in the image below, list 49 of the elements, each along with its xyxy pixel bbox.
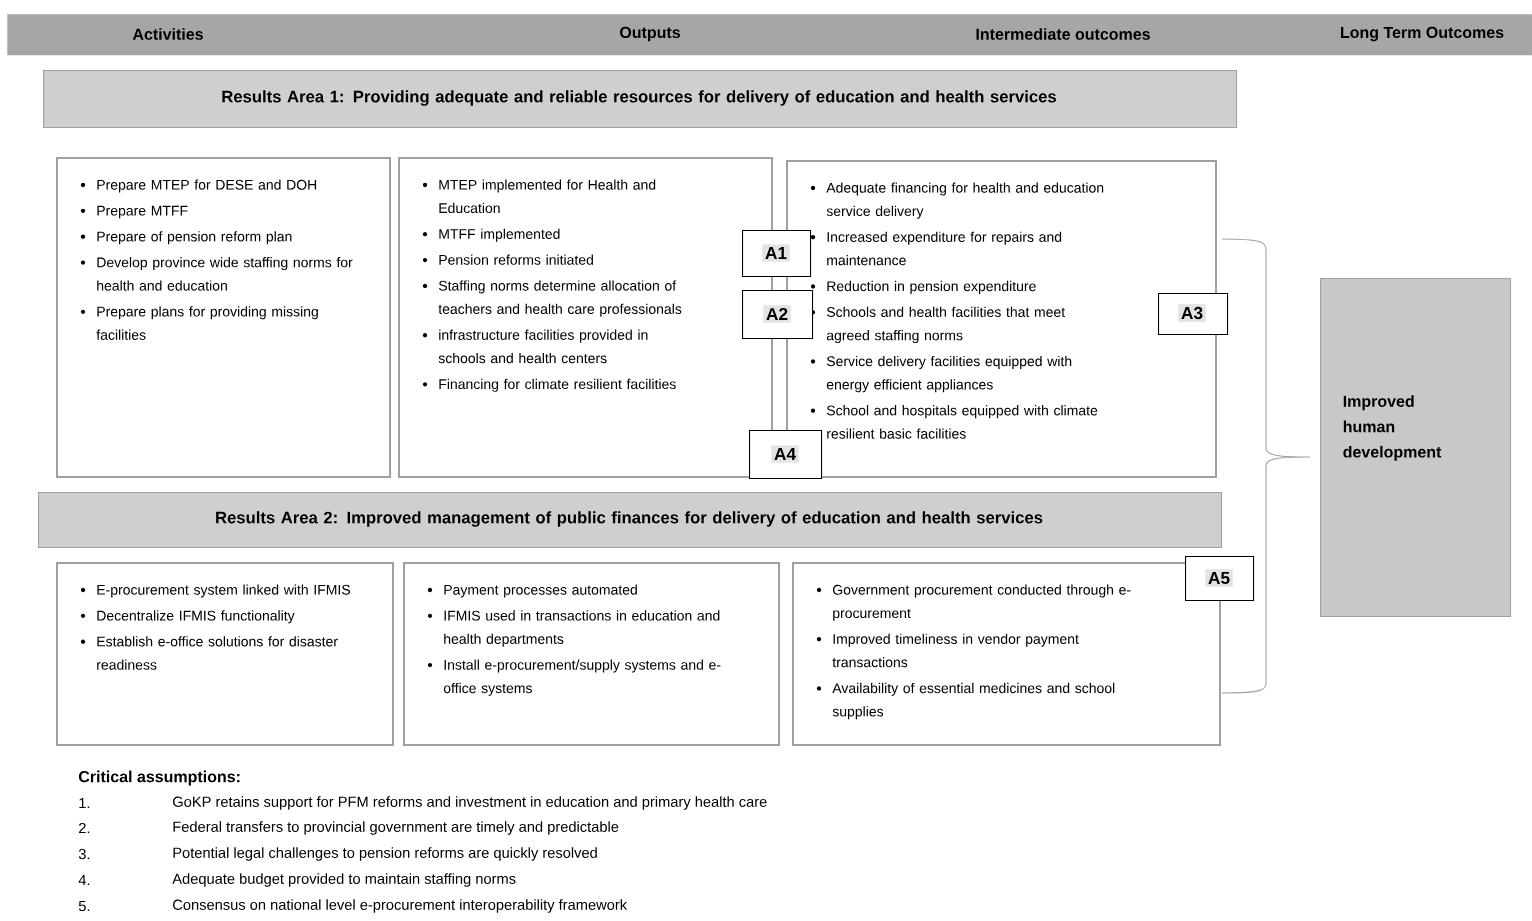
- list-item: Pension reforms initiated: [422, 254, 593, 265]
- list-item: IFMIS used in transactions in education and health departments: [427, 610, 720, 647]
- assumption-tag: A2: [742, 290, 814, 340]
- column-heading: Activities: [132, 28, 203, 40]
- item-number: 2.: [79, 822, 90, 834]
- assumption-tag: A3: [1158, 293, 1229, 336]
- item-number: 5.: [78, 900, 90, 912]
- list-item: Availability of essential medicines and school supplies: [816, 682, 1115, 720]
- results-area-band: Results Area 1: Providing adequate and reliable resources for delivery of education and health services: [43, 70, 1238, 129]
- list-item: Adequate financing for health and education service delivery: [810, 182, 1104, 219]
- bullet-list-box: [403, 562, 780, 746]
- item-number: 3.: [78, 848, 90, 860]
- column-heading: Outputs: [620, 26, 680, 42]
- assumption-text: Federal transfers to provincial government are timely and predictable: [173, 821, 619, 835]
- assumption-text: Potential legal challenges to pension reforms are quickly resolved: [173, 847, 597, 861]
- list-item: Prepare MTFF: [80, 205, 188, 219]
- assumption-tag: A1: [742, 230, 812, 278]
- list-item: Government procurement conducted through e-procurement: [816, 584, 1131, 621]
- outcome-box: Improved human development: [1320, 278, 1512, 618]
- assumption-text: Consensus on national level e-procurement interoperability framework: [173, 899, 628, 913]
- assumption-text: Adequate budget provided to maintain staffing norms: [172, 873, 516, 887]
- bullet-list-box: [56, 157, 391, 478]
- list-item: Payment processes automated: [427, 584, 637, 598]
- bullet-list-box: [56, 562, 394, 746]
- list-item: Decentralize IFMIS functionality: [80, 610, 295, 624]
- list-item: Prepare of pension reform plan: [80, 231, 292, 245]
- list-item: MTFF implemented: [422, 228, 560, 242]
- list-item: Improved timeliness in vendor payment transactions: [816, 633, 1079, 668]
- list-item: infrastructure facilities provided in schools and health centers: [422, 329, 648, 364]
- list-item: Prepare plans for providing missing facilities: [80, 306, 318, 340]
- column-heading: Long Term Outcomes: [1341, 26, 1504, 42]
- item-number: 1.: [79, 797, 90, 809]
- list-item: Service delivery facilities equipped with energy efficient appliances: [810, 355, 1072, 393]
- list-item: Increased expenditure for repairs and maintenance: [810, 231, 1062, 266]
- header-bar: [7, 14, 1532, 56]
- assumption-tag: A4: [749, 430, 823, 480]
- list-item: E-procurement system linked with IFMIS: [80, 584, 350, 598]
- list-item: MTEP implemented for Health and Education: [422, 179, 656, 214]
- list-item: Prepare MTEP for DESE and DOH: [80, 179, 317, 193]
- list-item: Financing for climate resilient facilities: [422, 378, 676, 392]
- results-area-band: Results Area 2: Improved management of public finances for delivery of education and health services: [38, 492, 1223, 549]
- list-item: Develop province wide staffing norms for health and education: [80, 257, 353, 291]
- column-heading: Intermediate outcomes: [976, 28, 1150, 40]
- section-heading: Critical assumptions:: [78, 770, 240, 786]
- list-item: Install e-procurement/supply systems and e-office systems: [427, 659, 721, 696]
- assumption-text: GoKP retains support for PFM reforms and investment in education and primary health care: [173, 796, 767, 810]
- list-item: Establish e-office solutions for disaster readiness: [80, 636, 338, 670]
- item-number: 4.: [78, 874, 90, 886]
- assumption-tag: A5: [1185, 556, 1255, 602]
